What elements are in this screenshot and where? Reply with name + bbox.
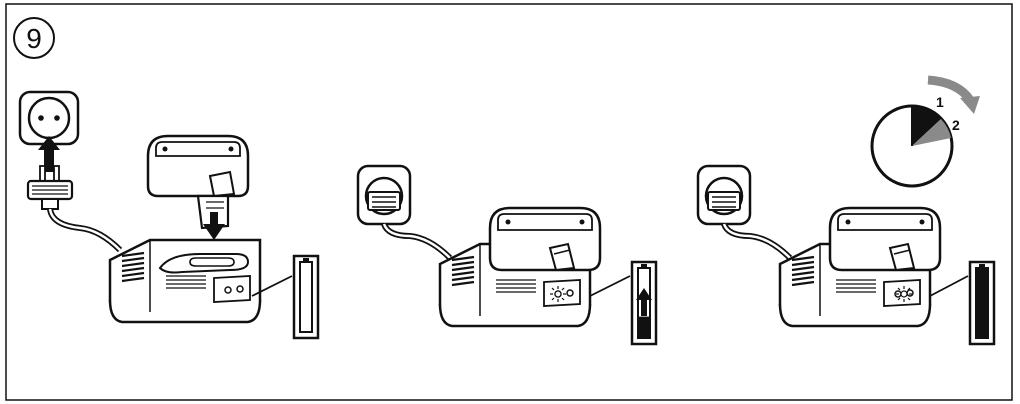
timer-label-1: 1	[936, 94, 944, 110]
battery-level-fill	[977, 269, 987, 337]
battery-pack-seated	[490, 208, 600, 270]
figure-border	[6, 4, 1012, 400]
plug-icon	[28, 166, 72, 209]
panel-charging	[358, 166, 656, 344]
battery-gauge-full	[970, 262, 994, 344]
battery-pack	[148, 136, 248, 228]
battery-gauge-empty	[294, 256, 318, 338]
panel-charged: 1 2	[698, 80, 994, 344]
wall-socket-plugged-icon	[358, 166, 410, 224]
step-number: 9	[26, 23, 42, 54]
battery-pack-seated	[830, 208, 940, 270]
led-charging-icon	[550, 286, 566, 302]
panel-connect	[20, 92, 318, 338]
clock-icon	[872, 106, 952, 186]
led-charged-icon	[896, 286, 912, 302]
timer-label-2: 2	[952, 117, 960, 133]
charger	[110, 240, 260, 322]
battery-gauge-charging	[632, 262, 656, 344]
battery-level-fill	[639, 317, 649, 337]
wall-socket-plugged-icon	[698, 166, 750, 224]
